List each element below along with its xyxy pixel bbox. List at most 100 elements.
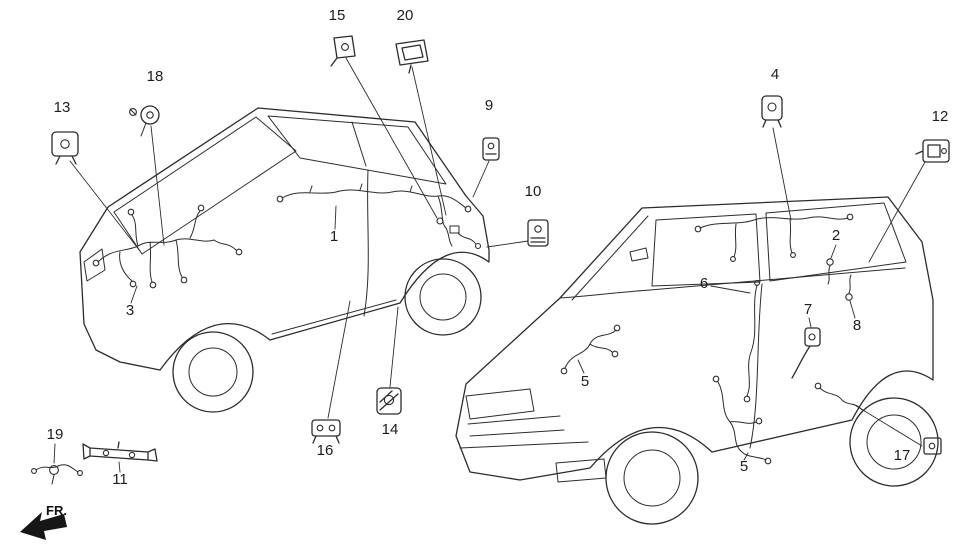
left-car-side-glass <box>267 115 447 185</box>
leader-11 <box>118 461 121 473</box>
harness-6-pillar-wire <box>743 280 760 403</box>
callout-label-7: 7 <box>804 301 812 318</box>
left-car-front-wheel <box>404 258 482 336</box>
left-car-rear-wheel-hub <box>188 347 238 397</box>
callout-label-10: 10 <box>525 183 542 200</box>
part-8-connector <box>845 274 853 301</box>
leader-14 <box>389 306 399 388</box>
part-10-connector <box>527 219 549 247</box>
callout-label-5-rear: 5 <box>740 458 748 475</box>
callout-label-11: 11 <box>112 471 128 488</box>
harness-5-front <box>560 324 621 375</box>
part-11-bracket <box>82 441 158 462</box>
callout-label-18: 18 <box>147 68 164 85</box>
callout-label-16: 16 <box>317 442 334 459</box>
leader-17 <box>852 403 923 447</box>
left-car-door-cut <box>363 169 369 317</box>
part-15-clip <box>330 35 356 67</box>
part-12-connector <box>915 139 950 163</box>
leader-6 <box>710 285 751 294</box>
front-arrow-icon <box>20 512 67 540</box>
harness-roof <box>694 213 854 262</box>
right-car-mirror <box>629 247 649 262</box>
part-2-connector <box>826 258 834 285</box>
part-7-clip <box>791 327 821 379</box>
right-car-grille <box>459 415 589 449</box>
right-car-front-wheel <box>605 431 699 525</box>
callout-label-2: 2 <box>832 227 840 244</box>
right-car-door-cut <box>749 283 763 449</box>
left-car <box>79 107 490 413</box>
leader-12 <box>868 161 926 263</box>
harness-3-instrument <box>92 204 243 289</box>
callout-label-20: 20 <box>397 7 414 24</box>
callout-label-9: 9 <box>485 97 493 114</box>
right-car-license-plate <box>555 458 607 483</box>
harness-5-rear <box>712 375 772 465</box>
left-car-sill-line <box>271 299 397 335</box>
harness-3-wires <box>97 210 237 283</box>
part-18-grommet <box>129 105 160 137</box>
callout-label-12: 12 <box>932 108 949 125</box>
left-car-rear-wheel <box>172 331 254 413</box>
leader-8 <box>849 300 856 319</box>
callout-label-6: 6 <box>700 275 708 292</box>
right-car-rear-wheel-hub <box>866 414 922 470</box>
leader-4 <box>772 127 792 221</box>
front-direction-label: FR. <box>46 503 67 518</box>
callout-label-1: 1 <box>330 228 338 245</box>
part-13-clip <box>51 131 79 165</box>
part-19-wire-clip <box>31 464 83 485</box>
callout-label-13: 13 <box>54 99 71 116</box>
harness-5-rear-wires <box>717 381 767 461</box>
leader-9 <box>472 160 490 198</box>
leader-10 <box>486 240 529 248</box>
leader-3 <box>130 285 138 304</box>
left-car-front-wheel-hub <box>419 273 467 321</box>
part-20-connector <box>395 39 429 74</box>
callout-label-8: 8 <box>853 317 861 334</box>
right-car-windshield <box>559 215 651 301</box>
leader-2 <box>830 244 837 259</box>
right-car <box>455 196 939 525</box>
leader-5-rear <box>743 452 749 461</box>
left-car-body-outline <box>79 107 490 371</box>
right-car-belt-line <box>649 267 906 291</box>
callout-label-14: 14 <box>382 421 399 438</box>
connector-cluster <box>436 217 482 250</box>
leader-19 <box>53 443 56 464</box>
right-car-front-wheel-hub <box>623 449 681 507</box>
connector-cluster-shapes <box>445 225 477 247</box>
harness-roof-wires <box>699 216 849 258</box>
part-17-clip <box>923 437 942 455</box>
callout-label-3: 3 <box>126 302 134 319</box>
leader-15 <box>345 57 438 219</box>
harness-rear-quarter <box>814 382 863 411</box>
leader-20 <box>411 66 447 216</box>
right-car-side-windows <box>651 202 907 287</box>
leader-16 <box>327 300 351 419</box>
part-16-connector-block <box>311 419 341 444</box>
leader-18 <box>150 125 165 246</box>
harness-5-front-wires <box>564 329 617 369</box>
leader-13 <box>69 160 141 252</box>
leader-5-front <box>577 359 585 374</box>
front-direction-marker: FR. <box>20 503 67 540</box>
part-9-clip <box>482 137 500 161</box>
callout-label-4: 4 <box>771 66 779 83</box>
leader-1 <box>334 205 337 230</box>
harness-1-wires <box>281 183 467 229</box>
right-car-rear-wheel <box>849 397 939 487</box>
harness-rear-quarter-wire <box>819 387 863 411</box>
callout-label-15: 15 <box>329 7 346 24</box>
part-14-grommet <box>376 387 402 415</box>
harness-1-cabin <box>276 183 472 229</box>
right-car-headlight <box>465 388 535 420</box>
left-car-rear-glass <box>113 116 297 255</box>
left-car-tail-lamp <box>83 248 106 282</box>
leader-7 <box>808 317 812 328</box>
callout-label-19: 19 <box>47 426 64 443</box>
right-car-body-outline <box>455 196 934 481</box>
harness-6-wire <box>746 284 758 397</box>
